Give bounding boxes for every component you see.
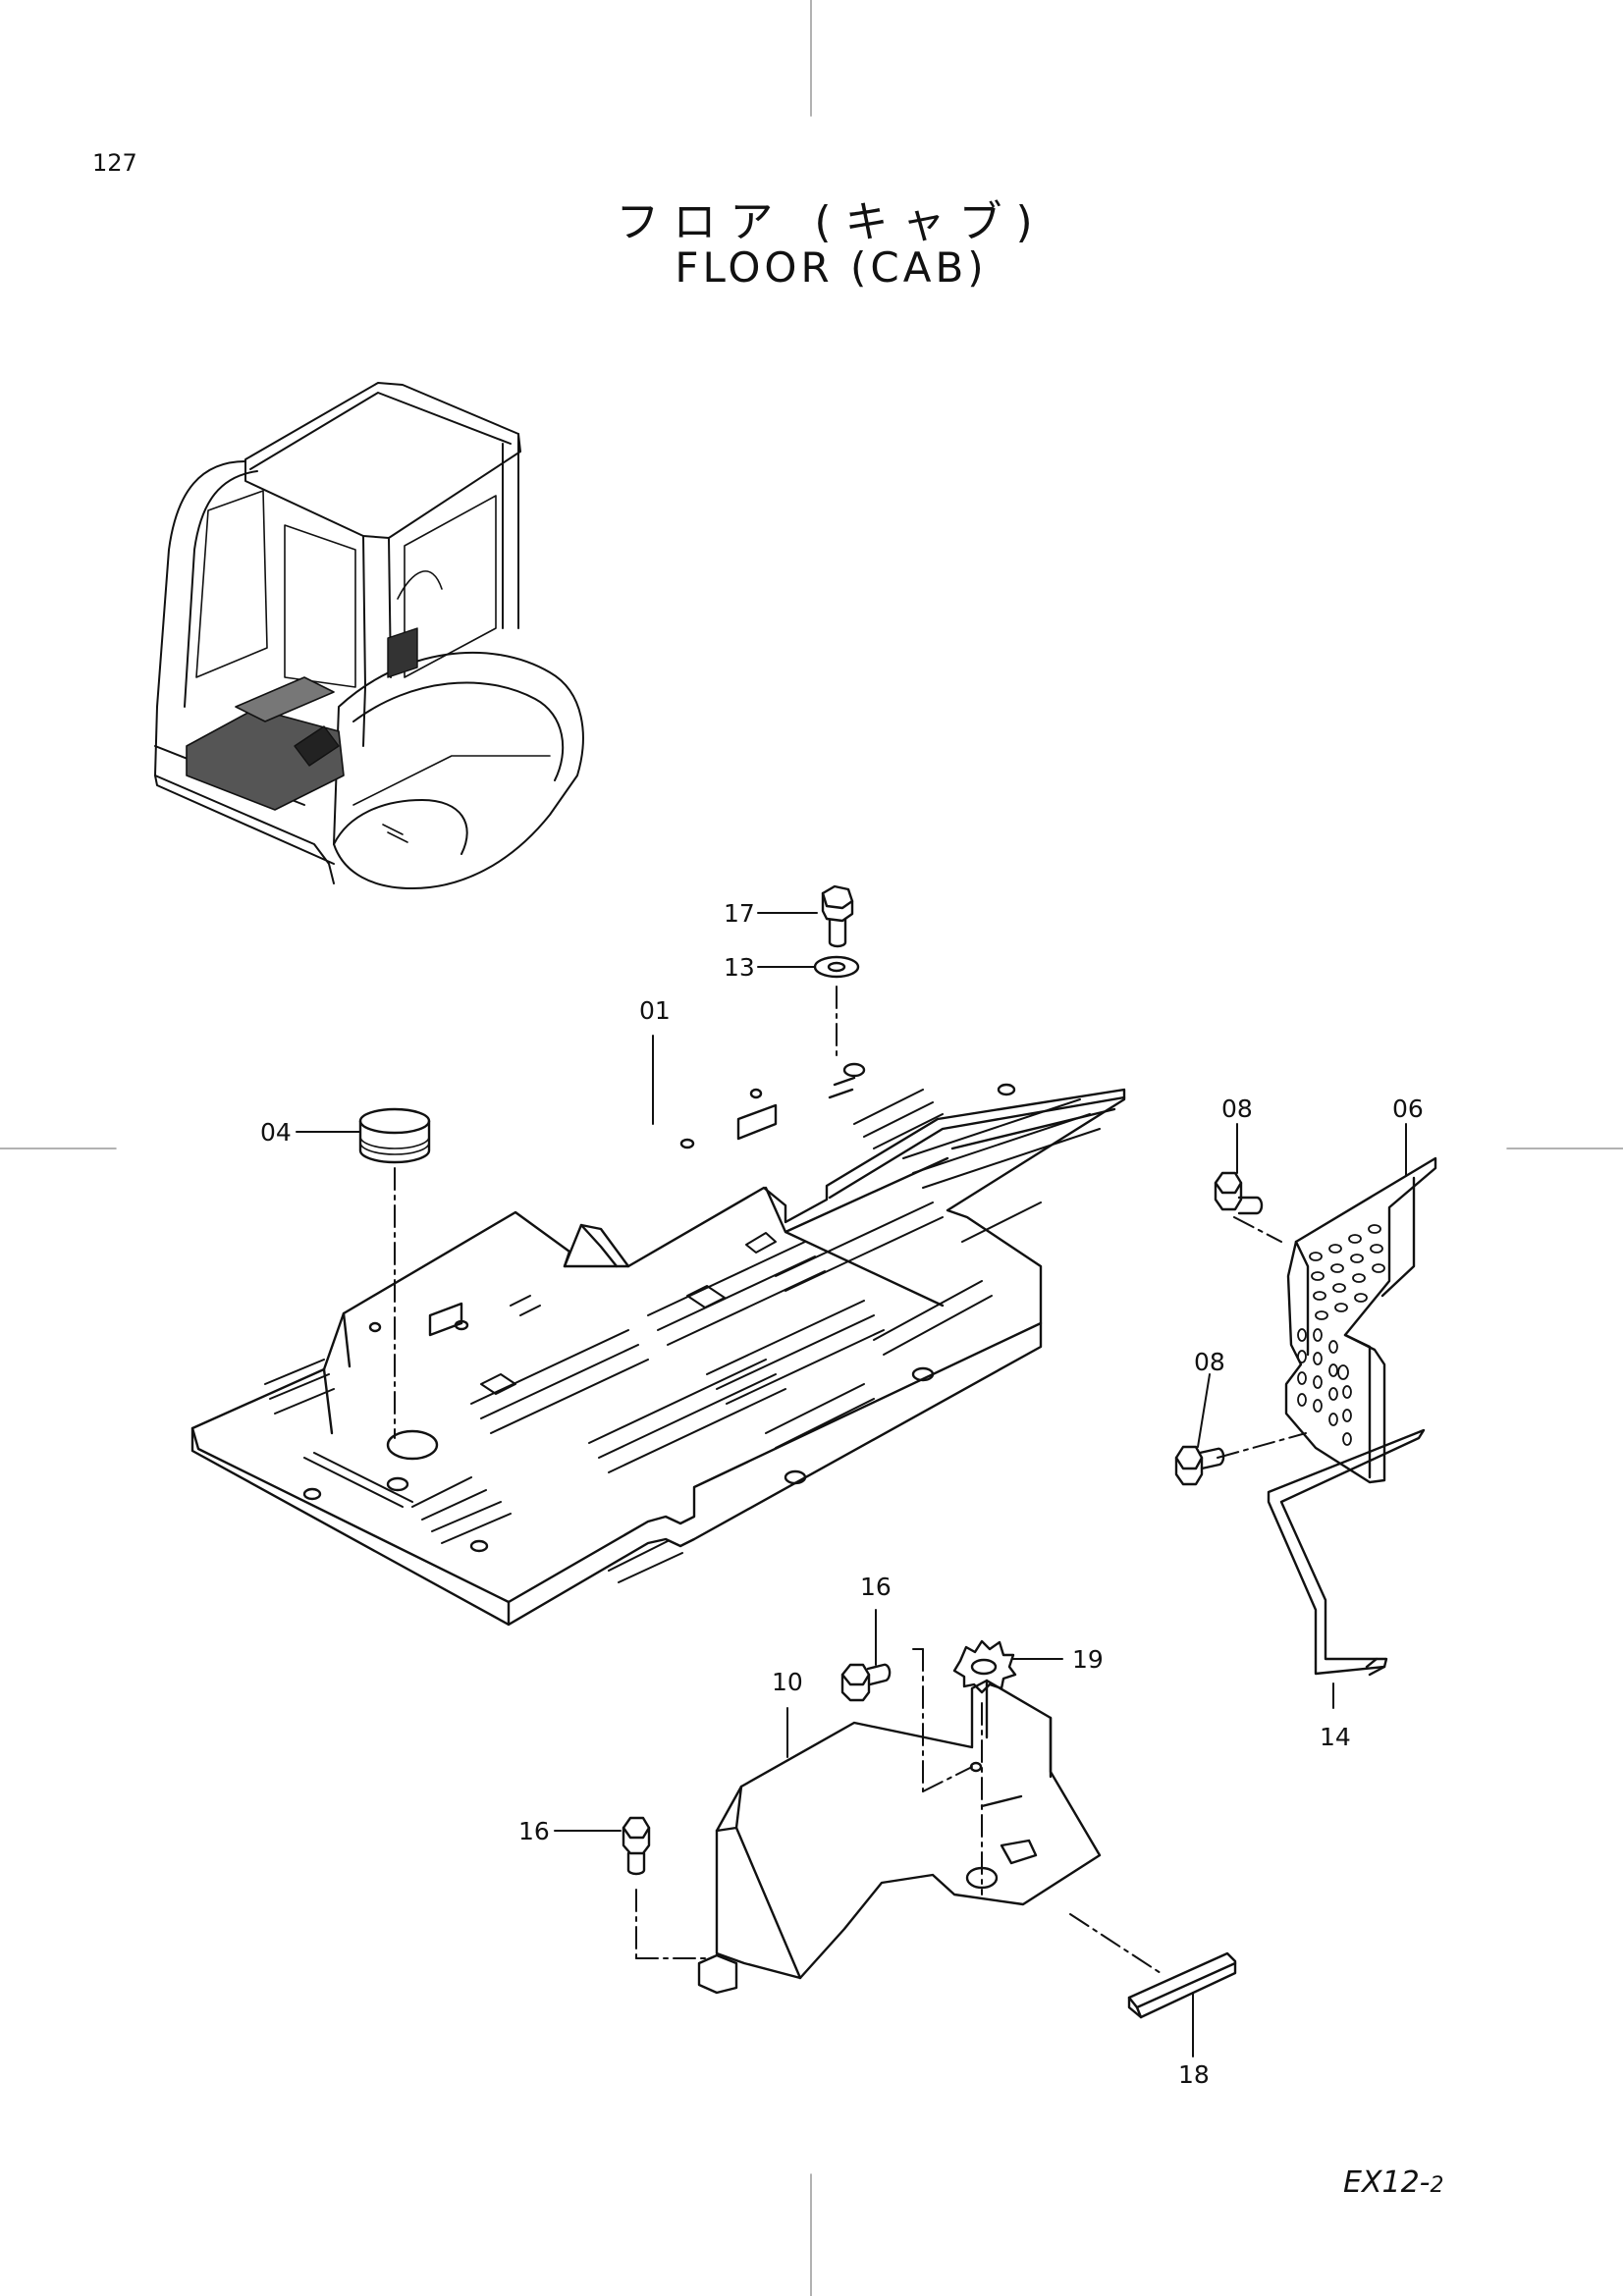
plug-04 <box>358 1107 431 1164</box>
lock-washer-19 <box>952 1639 1017 1694</box>
model-code: EX12-2 <box>1343 2165 1444 2200</box>
assembly-lines <box>394 986 1307 1974</box>
washer-13 <box>813 955 860 979</box>
page-title-english: FLOOR (CAB) <box>675 243 988 292</box>
bracket-10 <box>697 1679 1102 1995</box>
floor-plate-01 <box>190 1062 1126 1627</box>
bolt-08-lower <box>1174 1445 1225 1486</box>
callout-18: 18 <box>1178 2060 1210 2089</box>
callout-13: 13 <box>724 953 755 982</box>
callout-08-upper: 08 <box>1221 1095 1253 1123</box>
callout-19: 19 <box>1072 1645 1104 1674</box>
callout-01: 01 <box>639 996 671 1025</box>
callout-14: 14 <box>1320 1723 1351 1751</box>
callout-leaders <box>296 912 1407 2057</box>
callout-04: 04 <box>260 1118 292 1147</box>
page-number: 127 <box>92 149 137 177</box>
page-title-japanese: フロア (キャブ) <box>616 197 1047 247</box>
rod-14 <box>1267 1428 1426 1677</box>
callout-06: 06 <box>1392 1095 1424 1123</box>
model-code-main: EX12- <box>1343 2165 1431 2200</box>
callout-10: 10 <box>772 1668 803 1696</box>
model-code-suffix: 2 <box>1430 2173 1444 2198</box>
cab-overview-illustration <box>154 382 584 889</box>
callout-16-upper: 16 <box>860 1573 892 1601</box>
callout-08-lower: 08 <box>1194 1348 1225 1376</box>
cover-panel-06 <box>1284 1156 1437 1484</box>
bolt-16-upper <box>840 1663 892 1702</box>
callout-17: 17 <box>724 899 755 928</box>
callout-16-lower: 16 <box>518 1817 550 1845</box>
bolt-17 <box>821 884 854 948</box>
seal-strip-18 <box>1127 1951 1237 2019</box>
bolt-16-lower <box>622 1816 651 1876</box>
bolt-08-upper <box>1214 1171 1264 1215</box>
